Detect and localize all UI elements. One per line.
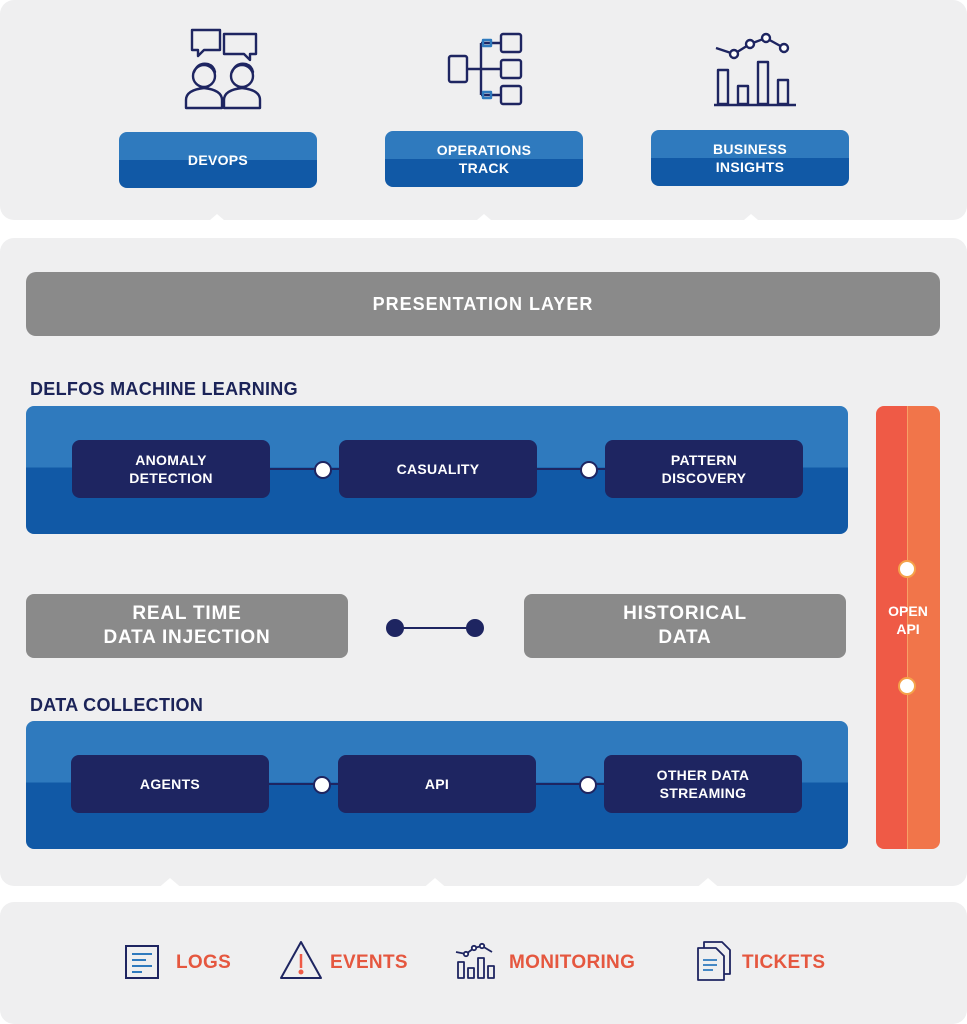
arrow-notch-operations: [456, 214, 512, 238]
events-label: EVENTS: [330, 952, 408, 973]
ml-connector-dot-2: [580, 461, 598, 479]
anomaly-detection-node[interactable]: ANOMALY DETECTION: [72, 440, 270, 498]
dc-connector-2: [536, 783, 606, 785]
dc-connector-dot-2: [579, 776, 597, 794]
ml-connector-2: [537, 468, 607, 470]
monitoring-chart-icon: [454, 942, 496, 980]
team-chat-icon: [180, 26, 270, 112]
api-node[interactable]: API: [338, 755, 536, 813]
historical-data-box[interactable]: HISTORICAL DATA: [524, 594, 846, 658]
ml-connector-dot-1: [314, 461, 332, 479]
open-api-label: OPEN API: [888, 603, 928, 637]
tickets-documents-icon: [692, 940, 732, 982]
ml-connector-1: [270, 468, 340, 470]
real-time-data-injection-box[interactable]: REAL TIME DATA INJECTION: [26, 594, 348, 658]
arrow-notch-insights: [723, 214, 779, 238]
open-api-line: [907, 406, 908, 849]
open-api-dot-bottom: [898, 677, 916, 695]
arrow-notch-source-3: [680, 878, 736, 902]
dc-connector-dot-1: [313, 776, 331, 794]
data-sources-dot-right: [466, 619, 484, 637]
data-sources-connector: [396, 627, 476, 629]
log-document-icon: [124, 944, 160, 980]
flowchart-icon: [447, 32, 523, 108]
data-sources-dot-left: [386, 619, 404, 637]
arrow-notch-devops: [189, 214, 245, 238]
pattern-discovery-node[interactable]: PATTERN DISCOVERY: [605, 440, 803, 498]
logs-label: LOGS: [176, 952, 232, 973]
bar-line-chart-icon: [712, 30, 798, 108]
machine-learning-title: DELFOS MACHINE LEARNING: [30, 379, 298, 399]
devops-box[interactable]: DEVOPS: [119, 132, 317, 188]
operations-track-box[interactable]: OPERATIONS TRACK: [385, 131, 583, 187]
warning-triangle-icon: [279, 940, 323, 980]
casuality-node[interactable]: CASUALITY: [339, 440, 537, 498]
arrow-notch-source-1: [142, 878, 198, 902]
agents-node[interactable]: AGENTS: [71, 755, 269, 813]
business-insights-box[interactable]: BUSINESS INSIGHTS: [651, 130, 849, 186]
data-collection-title: DATA COLLECTION: [30, 695, 204, 715]
monitoring-label: MONITORING: [509, 952, 636, 973]
open-api-bar[interactable]: OPEN API: [876, 406, 940, 849]
presentation-layer[interactable]: PRESENTATION LAYER: [26, 272, 940, 336]
dc-connector-1: [269, 783, 339, 785]
open-api-dot-top: [898, 560, 916, 578]
tickets-label: TICKETS: [742, 952, 826, 973]
other-data-streaming-node[interactable]: OTHER DATA STREAMING: [604, 755, 802, 813]
arrow-notch-source-2: [407, 878, 463, 902]
